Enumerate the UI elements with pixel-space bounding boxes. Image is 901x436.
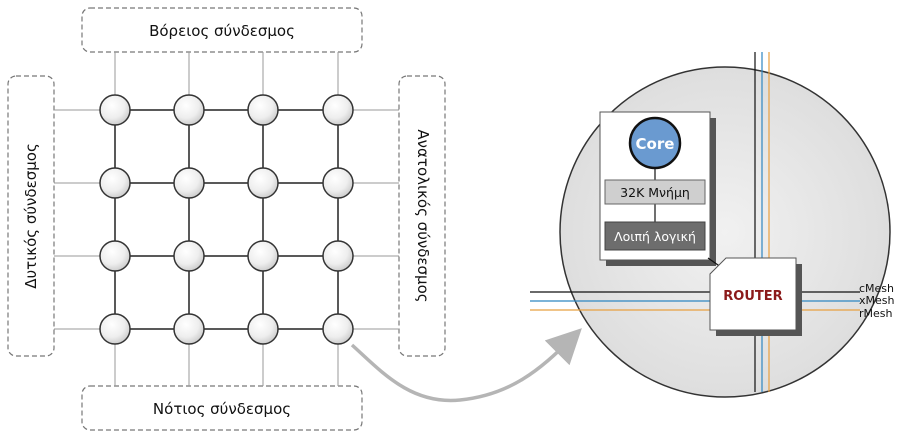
router-box <box>709 257 797 331</box>
mesh-node-r0-c0 <box>99 94 131 126</box>
rmesh-label: rMesh <box>859 307 893 320</box>
west-connection: Δυτικός σύνδεσμος <box>7 75 55 357</box>
memory-block <box>604 179 706 205</box>
xmesh-label: xMesh <box>859 294 894 307</box>
south-connection-label: Νότιος σύνδεσμος <box>153 400 291 418</box>
west-connection-label: Δυτικός σύνδεσμος <box>22 143 40 289</box>
mesh-node-r1-c0 <box>99 167 131 199</box>
mesh-node-r2-c2 <box>247 240 279 272</box>
east-connection: Ανατολικός σύνδεσμος <box>398 75 446 357</box>
grid-nodes <box>99 94 354 345</box>
mesh-node-r3-c0 <box>99 313 131 345</box>
mesh-node-r0-c1 <box>173 94 205 126</box>
north-connection: Βόρειος σύνδεσμος <box>81 7 363 53</box>
core-node <box>628 116 682 170</box>
mesh-node-r3-c2 <box>247 313 279 345</box>
router-label: ROUTER <box>723 289 782 304</box>
core-label: Core <box>636 135 675 153</box>
north-connection-label: Βόρειος σύνδεσμος <box>149 22 295 40</box>
mesh-node-r2-c0 <box>99 240 131 272</box>
zoom-arrow <box>350 328 582 403</box>
mesh-node-r1-c1 <box>173 167 205 199</box>
mesh-node-r3-c3 <box>322 313 354 345</box>
memory-label: 32K Μνήμη <box>620 185 690 200</box>
mesh-node-r1-c2 <box>247 167 279 199</box>
mesh-node-r0-c3 <box>322 94 354 126</box>
mesh-node-r2-c1 <box>173 240 205 272</box>
logic-label: Λοιπή λογική <box>614 229 696 244</box>
mesh-node-r0-c2 <box>247 94 279 126</box>
mesh-node-r1-c3 <box>322 167 354 199</box>
tile-detail: Core 32K Μνήμη Λοιπή λογική ROUTER cMesh… <box>530 52 894 398</box>
cmesh-label: cMesh <box>859 282 894 295</box>
mesh-node-r3-c1 <box>173 313 205 345</box>
south-connection: Νότιος σύνδεσμος <box>81 385 363 431</box>
mesh-node-r2-c3 <box>322 240 354 272</box>
logic-block <box>604 221 706 251</box>
east-connection-label: Ανατολικός σύνδεσμος <box>414 129 432 302</box>
